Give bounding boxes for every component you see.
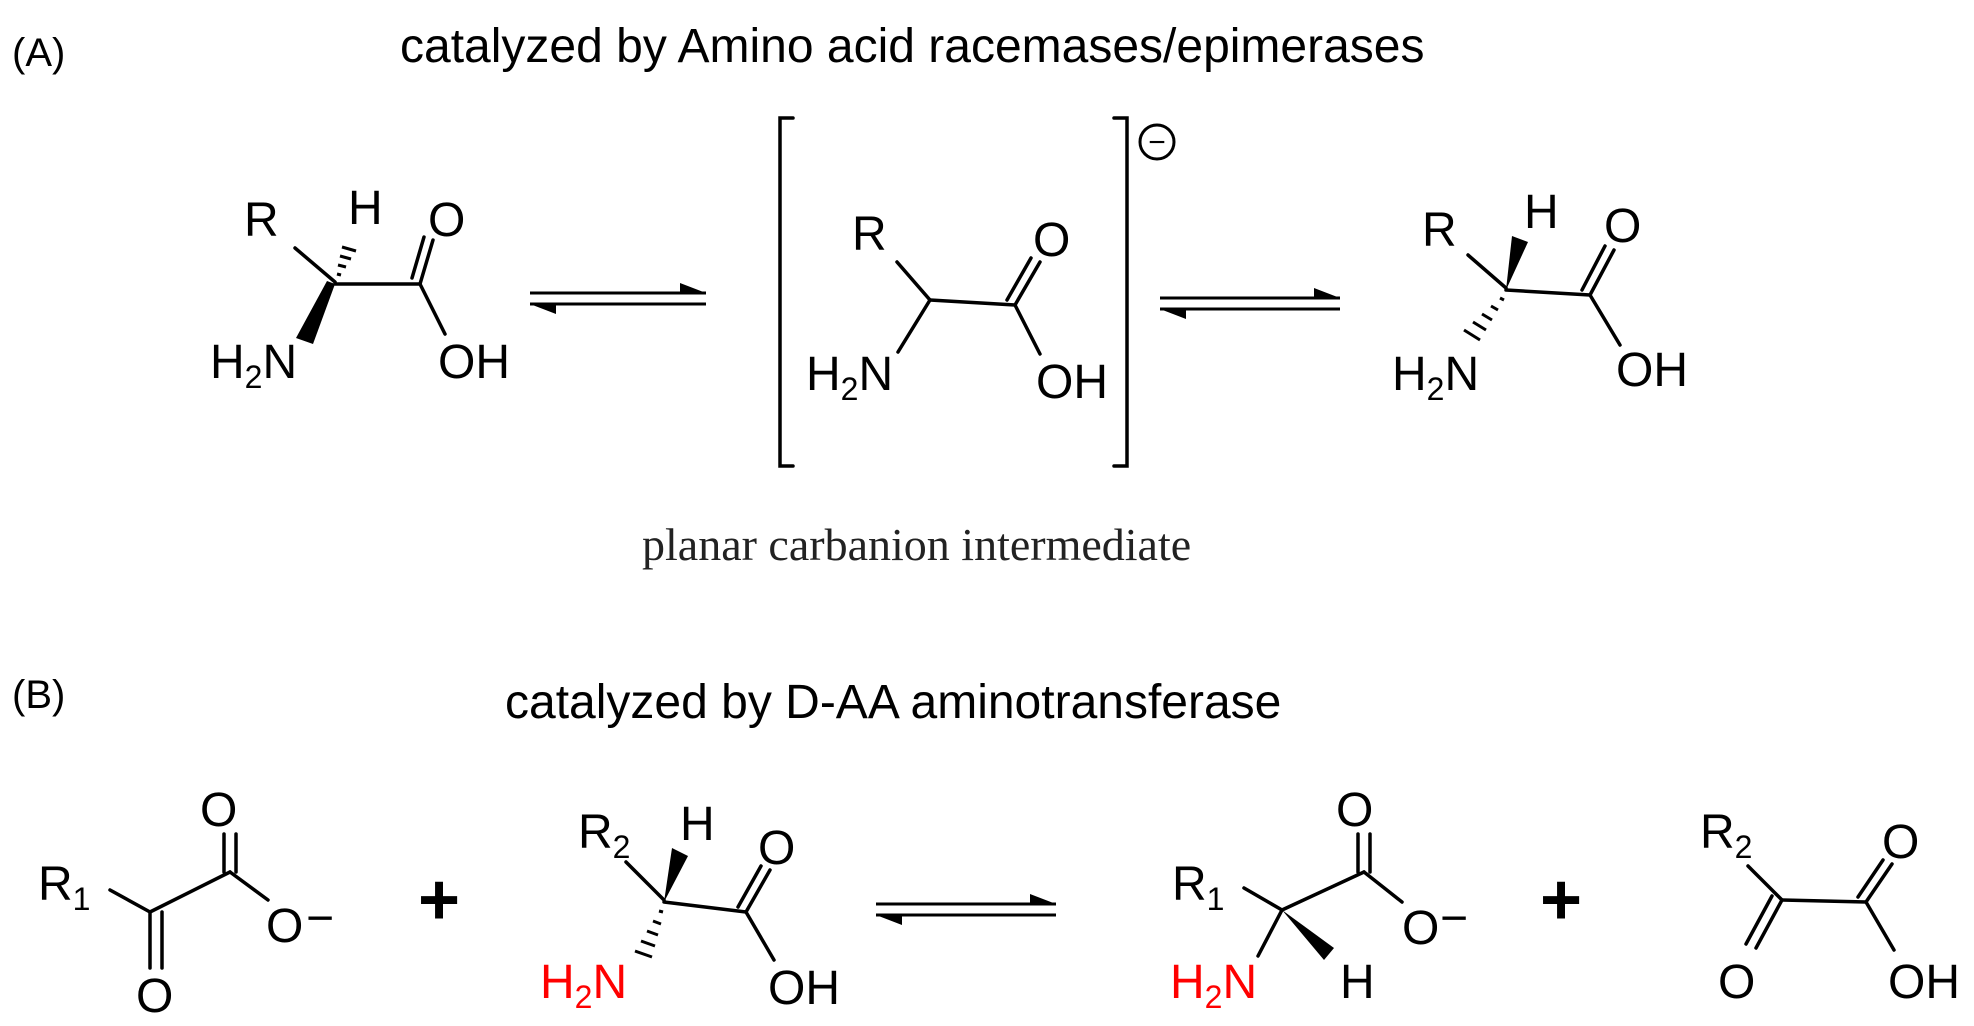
r-group-label: R xyxy=(1422,204,1457,257)
negative-charge-icon xyxy=(1138,123,1176,161)
bond-c-o-single xyxy=(1362,870,1404,904)
keto-oxygen-label: O xyxy=(136,970,173,1023)
bond-c-o-double-2 xyxy=(1005,256,1033,302)
carbonyl-oxygen-label: O xyxy=(200,784,237,837)
right-bracket xyxy=(1112,116,1129,468)
amine-label: H2N xyxy=(1392,348,1479,407)
amine-label: H2N xyxy=(210,336,297,395)
hashed-wedge-bond xyxy=(634,909,664,959)
bond-c-o-double-4 xyxy=(1856,858,1885,899)
r1-group-label: R1 xyxy=(38,858,90,917)
hydroxyl-label: OH xyxy=(1888,956,1960,1009)
bond-c-o-double-2 xyxy=(410,235,426,280)
hydrogen-label: H xyxy=(348,182,383,235)
bond-c-o-double-1 xyxy=(1588,248,1616,297)
plus-sign-2: + xyxy=(1540,860,1582,940)
hydroxyl-label: OH xyxy=(1036,356,1108,409)
carbonyl-oxygen-label: O xyxy=(1336,784,1373,837)
panel-a-reactant: R H O H2N OH xyxy=(210,182,510,395)
carbonyl-oxygen-label: O xyxy=(428,194,465,247)
bond-c-c xyxy=(1780,898,1868,904)
left-bracket xyxy=(778,116,795,468)
r-group-label: R xyxy=(244,194,279,247)
hydrogen-label: H xyxy=(680,798,715,851)
equilibrium-arrow-3 xyxy=(876,894,1056,925)
bond-c-n xyxy=(1256,908,1284,958)
bond-c-o-double-2 xyxy=(1744,894,1774,946)
bond-c-oh xyxy=(1013,303,1042,356)
bond-c-c xyxy=(1280,870,1366,912)
solid-wedge-bond xyxy=(664,848,688,902)
keto-oxygen-label: O xyxy=(1718,956,1755,1009)
r2-group-label: R2 xyxy=(1700,806,1752,865)
intermediate-caption: planar carbanion intermediate xyxy=(642,519,1191,570)
r2-group-label: R2 xyxy=(578,806,630,865)
bond-c-o-double-1 xyxy=(744,868,772,914)
panel-a-label: (A) xyxy=(12,31,65,75)
hydrogen-label: H xyxy=(1340,956,1375,1009)
r1-group-label: R1 xyxy=(1172,858,1224,917)
bond-c-o-single xyxy=(228,870,270,902)
bond-c-oh xyxy=(1588,293,1622,347)
bond-r-c xyxy=(624,860,666,902)
solid-wedge-bond xyxy=(1506,236,1528,290)
panel-a-intermediate: − R O H2N OH xyxy=(778,116,1176,468)
hashed-wedge-bond xyxy=(336,245,357,277)
bond-r-c xyxy=(108,888,152,914)
keto-acid-r2: R2 O O OH xyxy=(1700,806,1960,1009)
bond-c-n xyxy=(896,298,932,354)
keto-acid-r1: R1 O O O − xyxy=(38,784,334,1023)
panel-a: (A) catalyzed by Amino acid racemases/ep… xyxy=(12,20,1688,570)
solid-wedge-bond xyxy=(296,281,335,344)
bond-r-c xyxy=(1746,864,1784,902)
bond-c-o-double-2 xyxy=(736,864,763,909)
bond-c-oh xyxy=(744,910,776,962)
equilibrium-arrow-2 xyxy=(1160,288,1340,319)
carboxylate-oxygen-label: O xyxy=(266,900,303,953)
bond-r-c xyxy=(293,246,337,284)
bond-r-c xyxy=(895,260,932,302)
bond-r-c xyxy=(1242,886,1284,912)
carbonyl-oxygen-label: O xyxy=(1604,200,1641,253)
bond-c-o-double-1 xyxy=(1013,260,1042,307)
charge-symbol: − xyxy=(1148,126,1166,159)
r-group-label: R xyxy=(852,208,887,261)
hydrogen-label: H xyxy=(1524,186,1559,239)
panel-a-title: catalyzed by Amino acid racemases/epimer… xyxy=(400,20,1424,73)
bond-c-o-double-2 xyxy=(1580,244,1607,292)
hydroxyl-label: OH xyxy=(1616,344,1688,397)
hydroxyl-label: OH xyxy=(768,962,840,1015)
solid-wedge-bond xyxy=(1282,910,1334,960)
hydroxyl-label: OH xyxy=(438,336,510,389)
negative-charge-label: − xyxy=(306,892,334,945)
carbonyl-oxygen-label: O xyxy=(758,822,795,875)
bond-r-c xyxy=(1466,253,1508,290)
bond-c-c xyxy=(662,900,748,914)
carbonyl-oxygen-label: O xyxy=(1882,816,1919,869)
bond-c-c xyxy=(1504,288,1592,297)
plus-sign-1: + xyxy=(418,860,460,940)
bond-c-o-double-1 xyxy=(1754,898,1784,950)
amine-label: H2N xyxy=(806,348,893,407)
hashed-wedge-bond xyxy=(1463,296,1505,342)
bond-c-oh xyxy=(418,282,447,336)
bond-c-o-double-1 xyxy=(418,238,435,286)
panel-b-title: catalyzed by D-AA aminotransferase xyxy=(505,676,1281,729)
bond-c-c xyxy=(148,870,232,914)
carbonyl-oxygen-label: O xyxy=(1033,214,1070,267)
bond-c-c xyxy=(928,298,1017,307)
panel-b: (B) catalyzed by D-AA aminotransferase R… xyxy=(12,673,1960,1023)
carboxylate-oxygen-label: O xyxy=(1402,902,1439,955)
amino-acid-r2: R2 H O H2N OH xyxy=(540,798,840,1015)
bond-c-o-double-3 xyxy=(1864,862,1894,904)
bond-c-oh xyxy=(1864,900,1896,952)
amine-label-highlighted: H2N xyxy=(1170,956,1257,1015)
panel-b-label: (B) xyxy=(12,673,65,717)
negative-charge-label: − xyxy=(1440,892,1468,945)
amine-label-highlighted: H2N xyxy=(540,956,627,1015)
amino-acid-r1: R1 O O − H2N H xyxy=(1170,784,1468,1015)
panel-a-product: R H O H2N OH xyxy=(1392,186,1688,407)
equilibrium-arrow-1 xyxy=(530,283,706,314)
